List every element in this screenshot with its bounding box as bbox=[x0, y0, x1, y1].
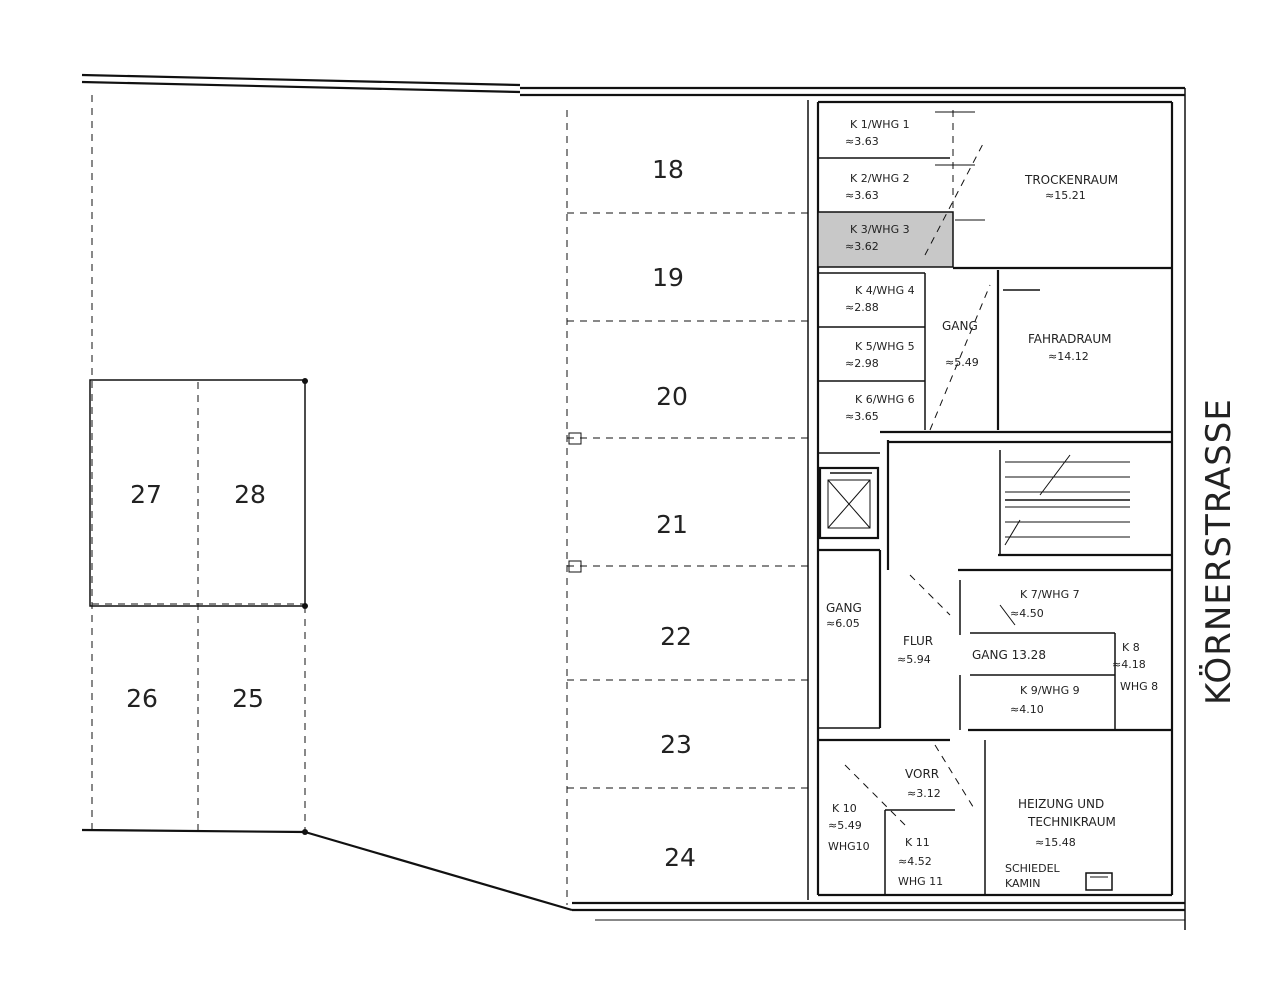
k11-whg: WHG 11 bbox=[898, 875, 943, 888]
k3-name: K 3/WHG 3 bbox=[850, 223, 910, 236]
street-name: KÖRNERSTRASSE bbox=[1198, 398, 1239, 705]
trockenraum-area: ≈15.21 bbox=[1045, 189, 1086, 202]
k2-name: K 2/WHG 2 bbox=[850, 172, 910, 185]
gang-left-area: ≈6.05 bbox=[826, 617, 860, 630]
trockenraum-name: TROCKENRAUM bbox=[1024, 173, 1118, 187]
elevator-shaft bbox=[818, 466, 880, 540]
space-28: 28 bbox=[234, 480, 266, 509]
k9-name: K 9/WHG 9 bbox=[1020, 684, 1080, 697]
k11-name: K 11 bbox=[905, 836, 930, 849]
k9-area: ≈4.10 bbox=[1010, 703, 1044, 716]
space-25: 25 bbox=[232, 684, 264, 713]
schiedel-line1: SCHIEDEL bbox=[1005, 862, 1061, 875]
k1-area: ≈3.63 bbox=[845, 135, 879, 148]
k2-area: ≈3.63 bbox=[845, 189, 879, 202]
center-parking-area bbox=[520, 86, 1185, 921]
space-24: 24 bbox=[664, 843, 696, 872]
space-20: 20 bbox=[656, 382, 688, 411]
room-labels: K 1/WHG 1 ≈3.63 K 2/WHG 2 ≈3.63 K 3/WHG … bbox=[826, 118, 1158, 890]
parking-numbers: 18 19 20 21 22 23 24 25 26 27 28 bbox=[126, 155, 696, 872]
gang-top-area: ≈5.49 bbox=[945, 356, 979, 369]
k8-whg: WHG 8 bbox=[1120, 680, 1158, 693]
k8-area: ≈4.18 bbox=[1112, 658, 1146, 671]
space-19: 19 bbox=[652, 263, 684, 292]
fahrradraum-name: FAHRADRAUM bbox=[1028, 332, 1112, 346]
space-23: 23 bbox=[660, 730, 692, 759]
flur-area: ≈5.94 bbox=[897, 653, 931, 666]
vorr-name: VORR bbox=[905, 767, 939, 781]
gang-mid-name: GANG 13.28 bbox=[972, 648, 1046, 662]
flur-name: FLUR bbox=[903, 634, 933, 648]
fahrradraum-area: ≈14.12 bbox=[1048, 350, 1089, 363]
space-26: 26 bbox=[126, 684, 158, 713]
space-22: 22 bbox=[660, 622, 692, 651]
k10-whg: WHG10 bbox=[828, 840, 870, 853]
k10-name: K 10 bbox=[832, 802, 857, 815]
building-walls bbox=[816, 88, 1186, 930]
k5-name: K 5/WHG 5 bbox=[855, 340, 915, 353]
space-18: 18 bbox=[652, 155, 684, 184]
staircase bbox=[1004, 454, 1130, 546]
k6-area: ≈3.65 bbox=[845, 410, 879, 423]
k11-area: ≈4.52 bbox=[898, 855, 932, 868]
k6-name: K 6/WHG 6 bbox=[855, 393, 915, 406]
k5-area: ≈2.98 bbox=[845, 357, 879, 370]
k7-name: K 7/WHG 7 bbox=[1020, 588, 1080, 601]
highlighted-cellar-k3 bbox=[817, 211, 954, 268]
k10-area: ≈5.49 bbox=[828, 819, 862, 832]
space-27: 27 bbox=[130, 480, 162, 509]
space-21: 21 bbox=[656, 510, 688, 539]
schiedel-line2: KAMIN bbox=[1005, 877, 1041, 890]
k3-area: ≈3.62 bbox=[845, 240, 879, 253]
k7-area: ≈4.50 bbox=[1010, 607, 1044, 620]
k8-name: K 8 bbox=[1122, 641, 1140, 654]
vorr-area: ≈3.12 bbox=[907, 787, 941, 800]
left-parking-area bbox=[81, 73, 573, 912]
heizung-area: ≈15.48 bbox=[1035, 836, 1076, 849]
k1-name: K 1/WHG 1 bbox=[850, 118, 910, 131]
gang-top-name: GANG bbox=[942, 319, 978, 333]
heizung-line2: TECHNIKRAUM bbox=[1027, 815, 1116, 829]
heizung-line1: HEIZUNG UND bbox=[1018, 797, 1104, 811]
gang-left-name: GANG bbox=[826, 601, 862, 615]
k4-name: K 4/WHG 4 bbox=[855, 284, 915, 297]
k4-area: ≈2.88 bbox=[845, 301, 879, 314]
